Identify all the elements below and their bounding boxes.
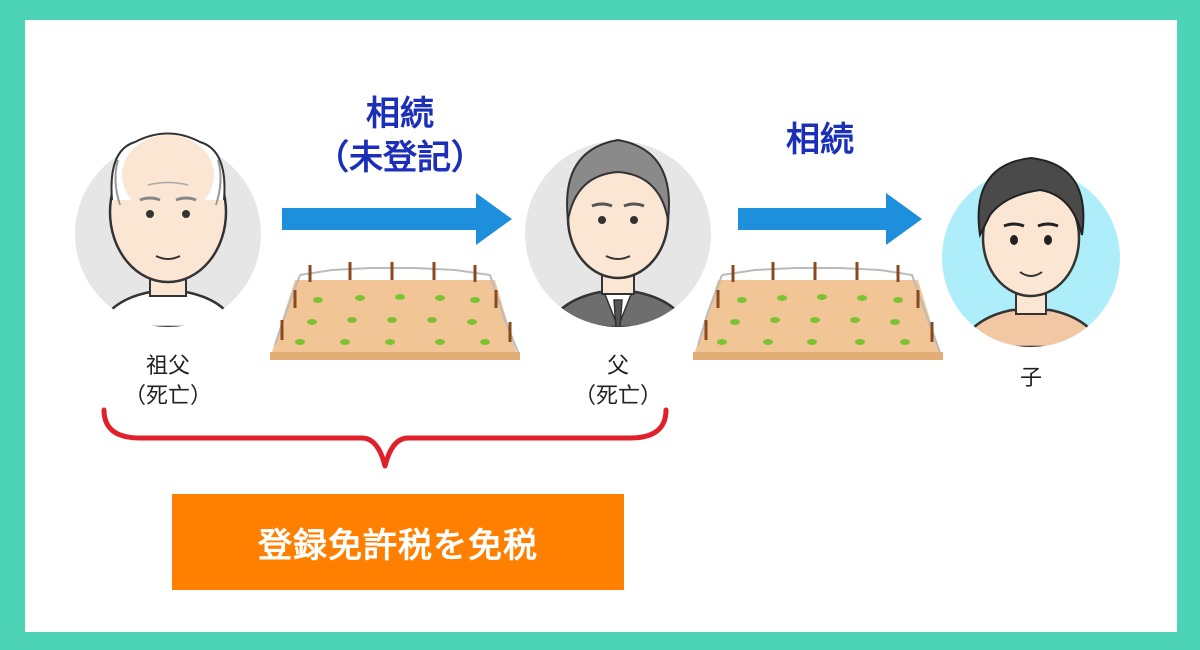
brace-icon [101,407,669,469]
child-avatar-icon [942,156,1120,347]
grandfather-avatar-icon [75,132,261,327]
farmland-1-icon [270,262,520,360]
farmland-2-icon [693,262,943,360]
child-caption: 子 [1019,366,1042,391]
grandfather-caption: 祖父 （死亡） [123,354,212,409]
arrow-1-icon [282,193,512,245]
tax-exemption-box: 登録免許税を免税 [172,494,624,590]
tax-exemption-label: 登録免許税を免税 [258,525,538,566]
father-caption: 父 （死亡） [573,354,662,409]
transfer-2-label: 相続 [786,120,854,160]
transfer-1-label: 相続 （未登記） [315,94,485,178]
arrow-2-icon [738,193,922,245]
father-avatar-icon [525,138,711,327]
